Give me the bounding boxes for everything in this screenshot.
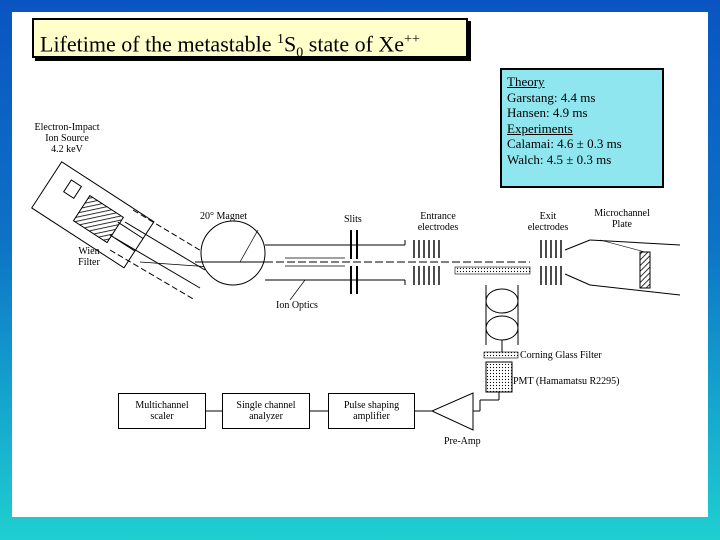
corning-filter-label: Corning Glass Filter (520, 350, 602, 361)
wien-filter-label-line1: Wien (78, 246, 100, 257)
microchannel-plate (639, 251, 651, 289)
title-sup-1: 1 (277, 32, 285, 47)
magnet-circle (200, 220, 266, 286)
single-channel-analyzer-box: Single channel analyzer (222, 393, 310, 429)
experiment-calamai: Calamai: 4.6 ± 0.3 ms (507, 136, 622, 151)
mcs-label-line1: Multichannel (135, 400, 189, 411)
sca-label-line2: analyzer (249, 411, 283, 422)
corning-filter (483, 351, 519, 359)
wien-filter-label-line2: Filter (78, 257, 100, 268)
mcp-label-line2: Plate (612, 219, 632, 230)
psa-label-line2: amplifier (353, 411, 390, 422)
ion-source-label: Electron-Impact Ion Source 4.2 keV (24, 122, 110, 155)
theory-hansen: Hansen: 4.9 ms (507, 105, 588, 120)
ion-optics (285, 257, 345, 301)
entrance-electrodes-label: Entrance electrodes (412, 211, 464, 233)
experiment-walch: Walch: 4.5 ± 0.3 ms (507, 151, 612, 167)
experiments-heading: Experiments (507, 120, 573, 136)
slits (350, 230, 358, 294)
ion-source-label-line2: Ion Source (45, 133, 89, 144)
magnet-label: 20° Magnet (200, 211, 248, 222)
title-sup-2: ++ (404, 32, 420, 47)
title-sub-0: 0 (296, 45, 304, 61)
ion-source-label-line1: Electron-Impact (34, 122, 100, 133)
ion-source-label-line3: 4.2 keV (51, 144, 83, 155)
entrance-label-line2: electrodes (417, 222, 459, 233)
wien-filter-label: Wien Filter (66, 246, 112, 268)
pulse-shaping-amplifier-box: Pulse shaping amplifier (328, 393, 415, 429)
exit-label-line2: electrodes (527, 222, 569, 233)
lifetime-info-box: Theory Garstang: 4.4 ms Hansen: 4.9 ms E… (500, 68, 664, 188)
exit-electrodes (540, 240, 562, 285)
psa-label-line1: Pulse shaping (343, 400, 400, 411)
title-prefix: Lifetime of the metastable (40, 31, 278, 57)
ion-source (31, 161, 155, 269)
ion-optics-label: Ion Optics (276, 300, 318, 311)
preamp (430, 392, 474, 431)
title-s: S (284, 31, 297, 57)
sca-label-line1: Single channel (236, 400, 296, 411)
mcp-label-line1: Microchannel (594, 208, 650, 219)
exit-electrodes-label: Exit electrodes (522, 211, 574, 233)
theory-heading: Theory (507, 74, 545, 89)
pmt (485, 361, 513, 393)
beam-tube (265, 240, 530, 285)
theory-garstang: Garstang: 4.4 ms (507, 89, 596, 105)
multichannel-scaler-box: Multichannel scaler (118, 393, 206, 429)
slits-label: Slits (344, 214, 362, 225)
entrance-electrodes (413, 240, 440, 285)
pmt-label: PMT (Hamamatsu R2295) (513, 376, 620, 387)
mcs-label-line2: scaler (150, 411, 174, 422)
entrance-label-line1: Entrance (420, 211, 456, 222)
slide-title: Lifetime of the metastable 1S0 state of … (32, 18, 468, 61)
collection-optics (485, 285, 519, 345)
interaction-region (454, 266, 531, 275)
title-suffix: state of Xe (303, 31, 405, 57)
preamp-label: Pre-Amp (444, 436, 481, 447)
exit-label-line1: Exit (539, 211, 557, 222)
microchannel-plate-label: Microchannel Plate (586, 208, 658, 230)
